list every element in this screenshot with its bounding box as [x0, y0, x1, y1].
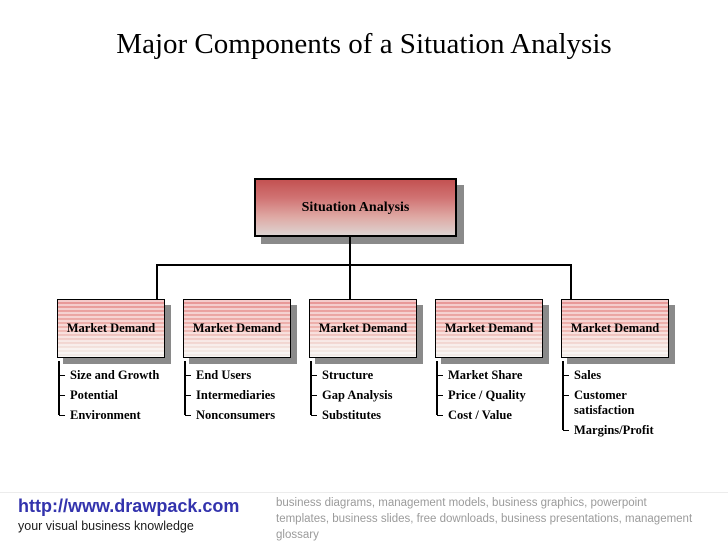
list-rail — [562, 361, 564, 430]
footer-divider — [0, 492, 728, 493]
list-item: End Users — [185, 368, 308, 383]
market-demand-label: Market Demand — [66, 321, 156, 335]
list-item: Sales — [563, 368, 664, 383]
list-item: Price / Quality — [437, 388, 560, 403]
market-demand-label: Market Demand — [192, 321, 282, 335]
market-demand-box-5: Market Demand — [561, 299, 669, 358]
list-item: Market Share — [437, 368, 560, 383]
footer-keywords: business diagrams, management models, bu… — [276, 497, 693, 541]
list-item: Size and Growth — [59, 368, 182, 383]
list-rail — [436, 361, 438, 415]
market-demand-label: Market Demand — [318, 321, 408, 335]
market-demand-box-1: Market Demand — [57, 299, 165, 358]
list-item: Intermediaries — [185, 388, 308, 403]
component-list-4: Market Share Price / Quality Cost / Valu… — [436, 361, 560, 428]
market-demand-box-4: Market Demand — [435, 299, 543, 358]
connector-horizontal — [156, 264, 571, 266]
list-rail — [184, 361, 186, 415]
market-demand-label: Market Demand — [444, 321, 534, 335]
connector-stem — [349, 237, 351, 299]
situation-analysis-box: Situation Analysis — [254, 178, 457, 237]
drawpack-link[interactable]: http://www.drawpack.com — [18, 496, 240, 516]
connector-drop-left — [156, 264, 158, 299]
footer: http://www.drawpack.com your visual busi… — [0, 493, 728, 546]
situation-analysis-label: Situation Analysis — [301, 199, 410, 215]
list-rail — [58, 361, 60, 415]
market-demand-box-3: Market Demand — [309, 299, 417, 358]
component-list-5: Sales Customer satisfaction Margins/Prof… — [562, 361, 664, 443]
list-item: Nonconsumers — [185, 408, 308, 423]
component-list-3: Structure Gap Analysis Substitutes — [310, 361, 434, 428]
list-item: Potential — [59, 388, 182, 403]
list-rail — [310, 361, 312, 415]
component-list-2: End Users Intermediaries Nonconsumers — [184, 361, 308, 428]
page-title: Major Components of a Situation Analysis — [116, 28, 612, 60]
market-demand-box-2: Market Demand — [183, 299, 291, 358]
list-item: Margins/Profit — [563, 423, 664, 438]
list-item: Structure — [311, 368, 434, 383]
market-demand-label: Market Demand — [570, 321, 660, 335]
list-item: Customer satisfaction — [563, 388, 664, 418]
footer-tagline: your visual business knowledge — [18, 519, 194, 533]
list-item: Substitutes — [311, 408, 434, 423]
list-item: Gap Analysis — [311, 388, 434, 403]
connector-drop-right — [570, 264, 572, 299]
list-item: Environment — [59, 408, 182, 423]
component-list-1: Size and Growth Potential Environment — [58, 361, 182, 428]
list-item: Cost / Value — [437, 408, 560, 423]
